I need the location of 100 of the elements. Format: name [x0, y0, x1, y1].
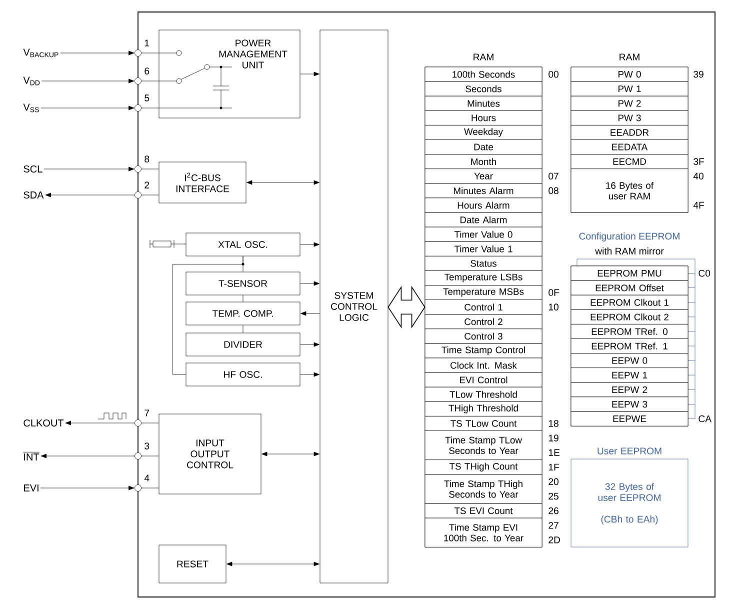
register-cell: Month — [424, 154, 542, 170]
register-cell: Timer Value 0 — [424, 226, 542, 242]
register-cell: Hours — [424, 110, 542, 126]
arrow — [45, 192, 135, 198]
register-cell: Seconds — [424, 81, 542, 96]
register-cell: EEPROM PMU — [570, 266, 688, 281]
arrow — [40, 454, 135, 458]
arrow — [300, 342, 320, 347]
address-label: 0F — [548, 289, 559, 296]
register-cell: EEPROM Clkout 1 — [570, 294, 688, 310]
address-label: 25 — [548, 492, 558, 500]
connector-line — [141, 422, 159, 424]
register-cell: Temperature LSBs — [424, 270, 542, 286]
register-cell: Minutes — [424, 96, 542, 111]
address-label: 10 — [548, 304, 558, 310]
register-cell: TS THigh Count — [424, 460, 542, 475]
address-label: 40 — [693, 172, 704, 180]
arrow — [65, 420, 135, 426]
register-cell: EEADDR — [570, 125, 688, 140]
connector-line — [242, 295, 244, 302]
address-label: 39 — [694, 70, 704, 78]
table-heading: with RAM mirror — [595, 247, 664, 255]
register-cell: PW 0 — [570, 66, 688, 82]
register-cell: EEPROM TRef. 1 — [570, 338, 688, 354]
box-text: 32 Bytes of user EEPROM — [598, 482, 660, 502]
pin-label: V$_{BACKUP}$ — [23, 48, 58, 58]
address-label: 08 — [548, 187, 558, 194]
block-box: TEMP. COMP. — [186, 302, 300, 326]
arrow — [41, 78, 134, 84]
arrow — [44, 166, 134, 172]
register-cell: EEPROM Offset — [570, 280, 688, 296]
block-box: POWER MANAGEMENT UNIT — [158, 30, 300, 118]
address-label: 20 — [548, 478, 558, 486]
connector-line — [141, 194, 159, 196]
pin-label: SDA — [24, 191, 44, 199]
arrow — [60, 50, 134, 56]
pin-label: CLKOUT — [24, 419, 64, 427]
pin-number: 7 — [144, 410, 150, 416]
register-cell: Time Stamp Control — [424, 343, 542, 358]
address-label: 27 — [548, 522, 558, 529]
box-text: (CBh to EAh) — [601, 516, 658, 524]
pin-number: 2 — [144, 182, 150, 188]
arrow — [246, 180, 320, 185]
register-cell: Hours Alarm — [424, 198, 542, 213]
arrow — [40, 486, 134, 490]
register-cell: Weekday — [424, 125, 542, 140]
address-label: 00 — [548, 70, 558, 78]
pin-label: V$_{SS}$ — [23, 104, 39, 112]
register-cell: Status — [424, 256, 542, 271]
register-cell: EECMD — [570, 154, 688, 170]
register-cell: Timer Value 1 — [424, 241, 542, 256]
register-cell: EEPW 1 — [570, 368, 688, 383]
block-box: SYSTEM CONTROL LOGIC — [320, 30, 388, 584]
register-cell: THigh Threshold — [424, 401, 542, 416]
register-cell: TS EVI Count — [424, 503, 542, 518]
block-box: INPUT OUTPUT CONTROL — [158, 414, 262, 494]
register-cell: Control 1 — [424, 300, 542, 315]
arrow — [300, 311, 320, 316]
address-label: CA — [698, 415, 712, 422]
connector-line — [141, 52, 159, 54]
register-cell: EEPROM TRef. 0 — [570, 324, 688, 339]
table-heading: RAM — [474, 54, 494, 60]
pin-label: INT — [23, 452, 40, 460]
register-cell: PW 3 — [570, 110, 688, 126]
block-box: T-SENSOR — [186, 272, 300, 296]
register-cell: Control 3 — [424, 328, 542, 344]
register-cell: Temperature MSBs — [424, 285, 542, 300]
table-heading: RAM — [620, 54, 640, 60]
block-box: DIVIDER — [186, 332, 300, 356]
pin-number: 3 — [144, 442, 150, 450]
pin-number: 1 — [144, 40, 150, 46]
register-cell: PW 1 — [570, 81, 688, 96]
register-cell: EEPW 2 — [570, 382, 688, 398]
pin-label: V$_{DD}$ — [23, 76, 40, 86]
pin-number: 8 — [144, 156, 150, 162]
register-cell: EEPW 0 — [570, 353, 688, 368]
pin-number: 4 — [144, 474, 150, 482]
block-box: RESET — [158, 544, 226, 584]
arrow — [40, 106, 134, 110]
register-cell: EEPW 3 — [570, 396, 688, 412]
arrow — [300, 72, 320, 76]
connector-line — [172, 256, 244, 375]
arrow — [262, 452, 320, 456]
register-cell: TLow Threshold — [424, 386, 542, 402]
address-label: C0 — [698, 270, 710, 277]
register-cell: Minutes Alarm — [424, 183, 542, 198]
register-cell: Clock Int. Mask — [424, 358, 542, 373]
pin-label: SCL — [24, 165, 42, 173]
arrow — [300, 372, 320, 377]
register-cell: PW 2 — [570, 96, 688, 111]
arrow — [300, 281, 320, 286]
register-cell: Date — [424, 140, 542, 154]
block-box: XTAL OSC. — [186, 232, 300, 256]
address-label: 4F — [693, 202, 704, 209]
connector-line — [141, 168, 159, 170]
register-cell: Year — [424, 168, 542, 184]
address-label: 18 — [548, 420, 558, 427]
arrow — [300, 242, 320, 247]
arrow — [226, 562, 320, 566]
address-label: 26 — [548, 507, 558, 514]
